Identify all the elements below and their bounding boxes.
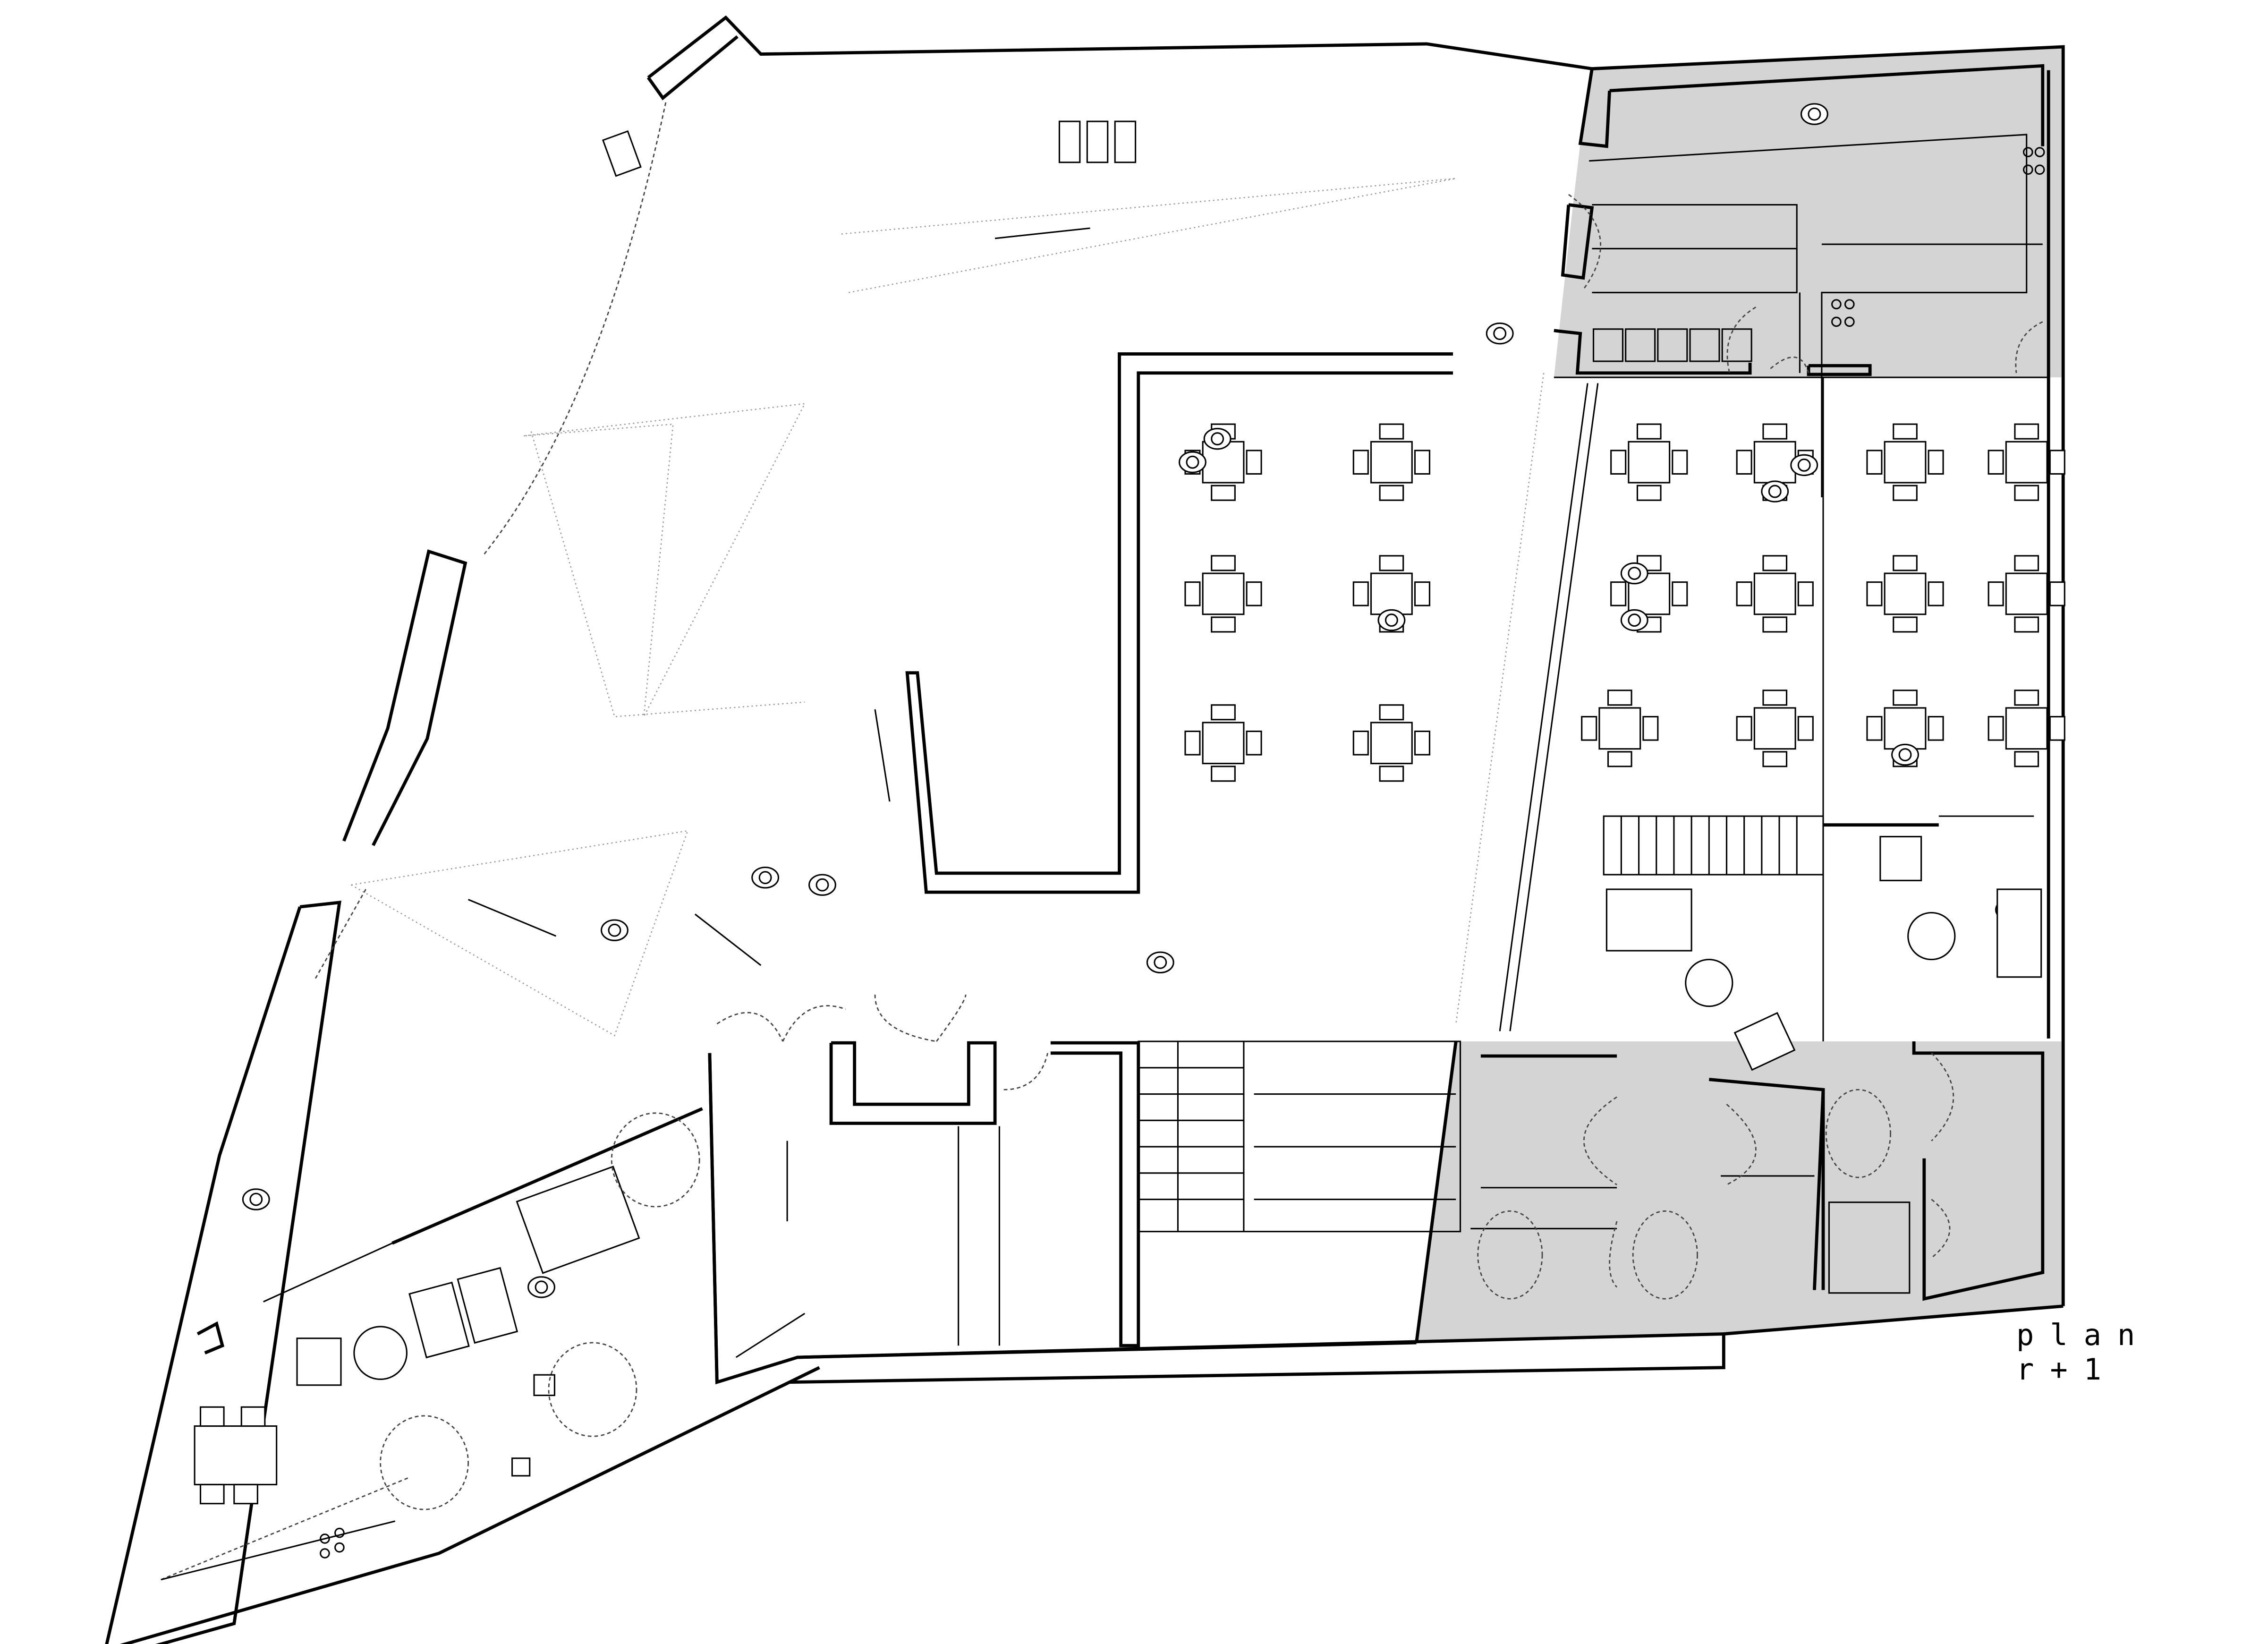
dining-tables bbox=[1184, 423, 2065, 782]
plan-title-label: plan r+1 bbox=[2016, 1318, 2151, 1387]
sanitary-zone bbox=[1416, 1041, 2064, 1343]
courtyard-markings bbox=[314, 102, 1545, 1037]
apartment bbox=[161, 1053, 719, 1581]
kitchen-zone bbox=[1554, 47, 2064, 378]
main-stair bbox=[716, 994, 1461, 1347]
kitchen-fittings bbox=[1568, 134, 2045, 497]
sanitary-block bbox=[1415, 1041, 2045, 1343]
restaurant-walls bbox=[905, 352, 2049, 1042]
stair-and-lounge bbox=[1603, 815, 2042, 1071]
bike-rack bbox=[1058, 120, 1137, 163]
people-figures bbox=[242, 103, 2023, 1358]
